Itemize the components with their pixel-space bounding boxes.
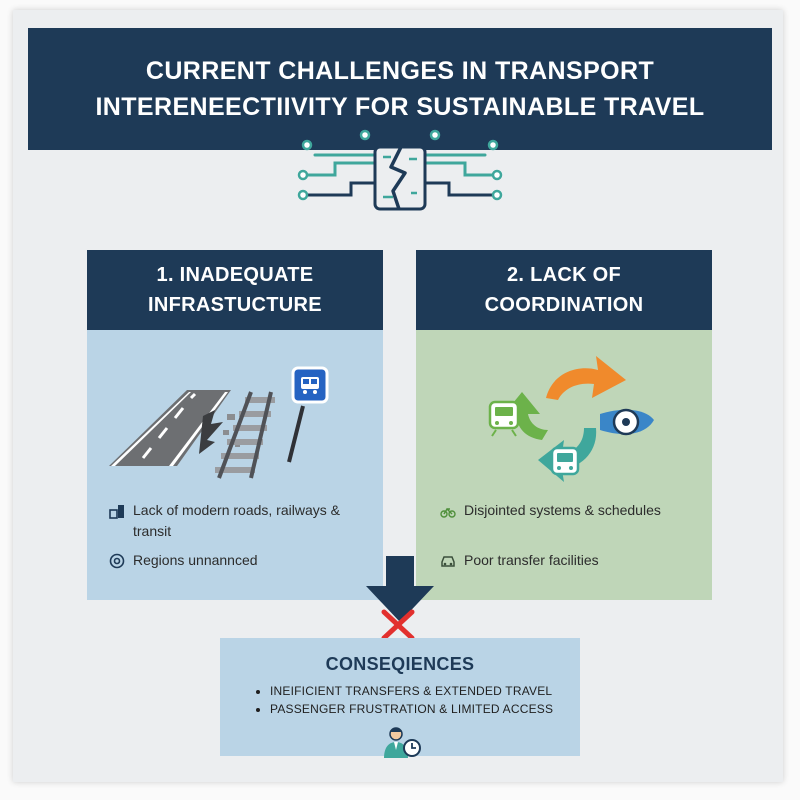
- broken-road-railway-illustration: [109, 366, 329, 479]
- red-x-icon: [381, 609, 415, 641]
- list-item: Poor transfer facilities: [440, 550, 690, 571]
- consequences-box: CONSEQIENCES INEIFICIENT TRANSFERS & EXT…: [220, 638, 580, 758]
- bullet-dot: [256, 707, 260, 712]
- panel-title-coordination: 2. LACK OF COORDINATION: [416, 250, 712, 330]
- list-item: Disjointed systems & schedules: [440, 500, 690, 521]
- list-item: Lack of modern roads, railways & transit: [109, 500, 359, 542]
- title-line-1: CURRENT CHALLENGES IN TRANSPORT: [145, 57, 655, 85]
- list-item: INEIFICIENT TRANSFERS & EXTENDED TRAVEL: [256, 684, 552, 698]
- consequences-title: CONSEQIENCES: [325, 654, 475, 674]
- title-line-2: INTERENEECTIIVITY FOR SUSTAINABLE TRAVEL: [95, 93, 705, 121]
- bullet-dot: [256, 689, 260, 694]
- list-item: PASSENGER FRUSTRATION & LIMITED ACCESS: [256, 702, 553, 716]
- panel-infrastructure: Lack of modern roads, railways & transit…: [87, 330, 383, 600]
- transit-building-icon: [109, 505, 124, 519]
- panel-title-line-1: 2. LACK OF: [506, 264, 622, 286]
- consequence-text: INEIFICIENT TRANSFERS & EXTENDED TRAVEL: [270, 684, 553, 698]
- bullet-text: Lack of modern roads, railways & transit: [133, 502, 340, 539]
- panel-coordination: Disjointed systems & schedules Poor tran…: [416, 330, 712, 600]
- bullet-text: Poor transfer facilities: [464, 552, 599, 568]
- car-icon: [441, 556, 455, 567]
- consequence-text: PASSENGER FRUSTRATION & LIMITED ACCESS: [270, 702, 554, 716]
- list-item: Regions unnannced: [109, 550, 359, 571]
- circular-arrows-illustration: [488, 356, 654, 482]
- panel-title-line-1: 1. INADEQUATE: [156, 264, 314, 286]
- person-waiting-icon: [384, 727, 421, 758]
- title-banner: CURRENT CHALLENGES IN TRANSPORT INTERENE…: [28, 28, 772, 150]
- clock-icon: [109, 553, 125, 569]
- bullet-text: Disjointed systems & schedules: [464, 502, 661, 518]
- bullet-text: Regions unnannced: [133, 552, 258, 568]
- down-arrow-icon: [366, 556, 434, 641]
- bicycle-icon: [440, 507, 456, 518]
- broken-connection-icon: [297, 129, 503, 211]
- panel-title-line-2: COORDINATION: [484, 294, 644, 316]
- panel-title-line-2: INFRASTUCTURE: [148, 294, 322, 316]
- panel-title-infrastructure: 1. INADEQUATE INFRASTUCTURE: [87, 250, 383, 330]
